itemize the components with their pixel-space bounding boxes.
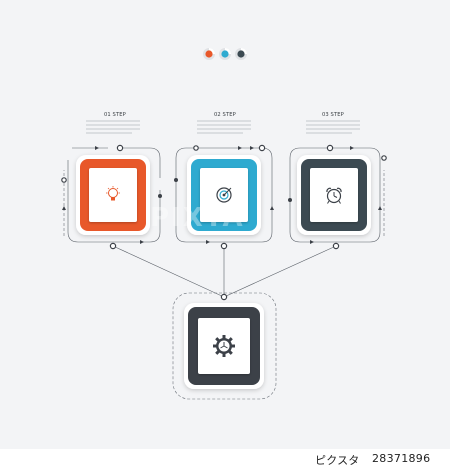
step-1-block [61, 144, 162, 250]
lightbulb-icon [106, 186, 120, 201]
watermark-text: PIXTA [150, 203, 245, 233]
target-icon [216, 187, 232, 203]
legend-dots [203, 48, 247, 60]
gear-icon [213, 335, 235, 357]
step-1-label: 01 STEP [104, 112, 126, 118]
stock-footer-bar [0, 449, 450, 469]
step-3-block [288, 144, 387, 250]
hub-connectors [112, 245, 337, 298]
alarm-clock-icon [326, 187, 342, 204]
legend-dot-blue [219, 48, 231, 60]
step-1-caption: 01 STEP [86, 112, 140, 134]
step-2-block [174, 144, 274, 250]
hub-block [172, 292, 277, 400]
step-2-label: 02 STEP [214, 112, 236, 118]
step-3-caption: 03 STEP [306, 112, 360, 134]
stock-id: 28371896 [372, 452, 431, 465]
step-3-label: 03 STEP [322, 112, 344, 118]
step-2-caption: 02 STEP [197, 112, 251, 134]
legend-dot-orange [203, 48, 215, 60]
legend-dot-dark [235, 48, 247, 60]
stock-logo: ピクスタ [315, 454, 360, 467]
